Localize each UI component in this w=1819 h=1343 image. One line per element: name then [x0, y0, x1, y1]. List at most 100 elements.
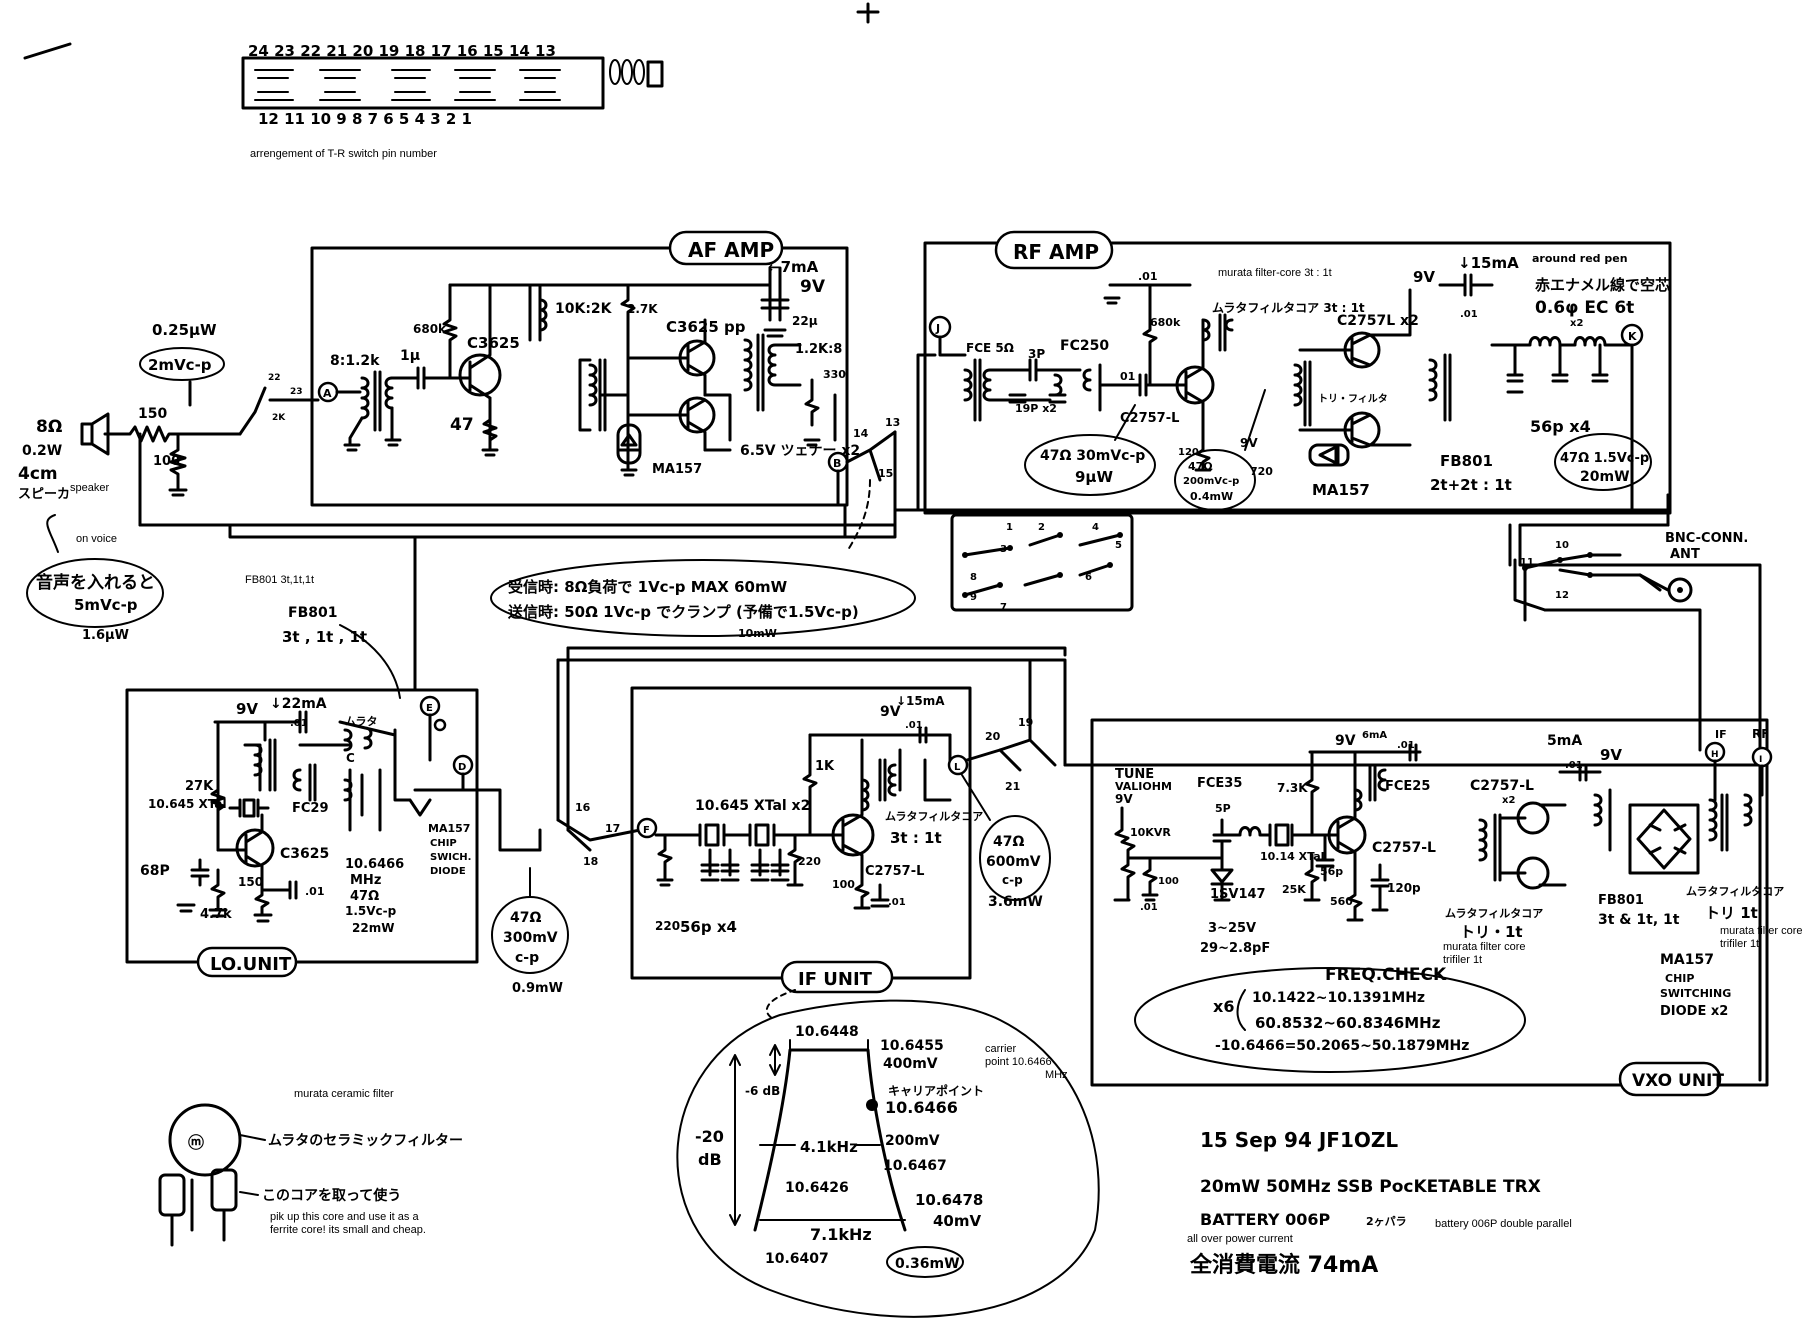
af-current: ←7mA — [768, 258, 819, 276]
vxo-fce35: FCE35 — [1197, 776, 1242, 791]
rf-amp-unit: RF AMP J FCE 5Ω 3P 19P x2 FC250 01 680k … — [923, 230, 1672, 515]
lo-out-bubble-3: c-p — [515, 950, 539, 966]
ceramic-jp-2: このコアを取って使う — [262, 1187, 401, 1204]
lo-c01b: .01 — [305, 885, 325, 898]
lo-fb-jp: FB801 — [288, 605, 337, 621]
rf-out-bubble-2: 20mW — [1580, 469, 1630, 485]
sw-pin-2: 2 — [1038, 522, 1045, 533]
rf-c3p: 3P — [1028, 347, 1045, 361]
rf-fb-turns: 2t+2t : 1t — [1430, 476, 1512, 494]
rf-trifilar: トリ・フィルタ — [1318, 393, 1388, 405]
lo-xtal: 10.645 XTal — [148, 797, 227, 811]
af-q1-label: C3625 — [467, 334, 520, 352]
af-xfmr-mid: 10K:2K — [555, 301, 613, 317]
freq-check-bubble-outline — [1134, 967, 1526, 1073]
af-diode-label: MA157 — [652, 462, 702, 477]
filter-lv-top: 400mV — [883, 1056, 938, 1072]
voice-bubble-outline — [26, 558, 164, 628]
sw-pin-1: 1 — [1006, 522, 1013, 533]
lo-out-1: 10.6466 — [345, 857, 404, 872]
vxo-tri-note2: trifiler 1t — [1720, 938, 1759, 950]
filter-f-top-right: 10.6455 — [880, 1038, 944, 1054]
voice-bubble-2: 5mVc-p — [74, 596, 138, 614]
lo-fb-turns: 3t , 1t , 1t — [282, 628, 367, 646]
speaker-note: speaker — [70, 482, 109, 494]
af-r27k: 2.7K — [627, 302, 658, 316]
af-diode-symbol — [616, 423, 642, 465]
title-block: 15 Sep 94 JF1OZL 20mW 50MHz SSB PocKETAB… — [1187, 1128, 1572, 1278]
vxo-xtal: 10.14 XTal — [1260, 850, 1324, 863]
rf-c56p: 56p x4 — [1530, 417, 1591, 436]
lo-tag-c: C — [346, 751, 355, 765]
lo-unit: LO.UNIT FB801 3t,1t,1t FB801 3t , 1t , 1… — [125, 574, 542, 978]
if-r220b: 220 — [798, 855, 821, 868]
af-tag-b: B — [833, 457, 841, 470]
speaker-icon — [80, 412, 110, 456]
vxo-r100: 100 — [1158, 876, 1179, 887]
speaker-level-bubble: 2mVc-p — [148, 356, 212, 374]
filter-carrier-note-3: MHz — [1045, 1069, 1068, 1081]
speaker-r150: 150 — [138, 406, 167, 422]
lo-current: ↓22mA — [270, 696, 327, 712]
vxo-current: 6mA — [1362, 730, 1387, 741]
lo-output-bubble: 47Ω 300mV c-p 0.9mW — [491, 828, 569, 996]
filter-carrier-note-1: carrier — [985, 1043, 1017, 1055]
rf-coil-x2: x2 — [1570, 318, 1583, 329]
sw-pin-11: 11 — [1520, 557, 1534, 568]
filter-f-20l: 10.6407 — [765, 1251, 829, 1267]
filter-lv-200: 200mV — [885, 1133, 940, 1149]
freq-check-x6: x6 — [1213, 997, 1234, 1016]
tr-switch-pin-diagram: 24 23 22 21 20 19 18 17 16 15 14 13 12 1… — [241, 42, 664, 160]
vxo-tri-note: trifiler 1t — [1443, 954, 1482, 966]
af-cap22u: 22μ — [792, 314, 818, 328]
rx-tx-note-3: 10mW — [738, 627, 777, 640]
rf-diode-symbol — [1308, 443, 1350, 467]
if-turns: 3t : 1t — [890, 829, 942, 847]
filter-db20-a: -20 — [695, 1127, 724, 1146]
speaker-spec-4: スピーカ — [18, 487, 70, 502]
title-date: 15 Sep 94 JF1OZL — [1200, 1128, 1398, 1152]
title-main: 20mW 50MHz SSB PocKETABLE TRX — [1200, 1177, 1541, 1197]
vxo-tri2: トリ 1t — [1705, 904, 1758, 922]
vxo-murata-note: murata filter core — [1443, 941, 1526, 953]
rf-tag-j: J — [935, 322, 940, 335]
vxo-chip: CHIP — [1665, 972, 1694, 985]
sw-pin-12: 12 — [1555, 590, 1569, 601]
lo-out-5: 22mW — [352, 921, 394, 935]
vxo-c01c: .01 — [1140, 902, 1158, 913]
voice-note: on voice — [76, 533, 117, 545]
sw-pin-9: 9 — [970, 592, 977, 603]
filter-f-6r: 10.6467 — [883, 1158, 947, 1174]
lo-diode-4: DIODE — [430, 866, 466, 877]
vxo-lab-if: IF — [1715, 728, 1727, 741]
af-pin-22: 22 — [268, 373, 281, 383]
sw-pin-6: 6 — [1085, 572, 1092, 583]
if-pin-17: 17 — [605, 822, 620, 835]
af-q1-symbol — [458, 353, 502, 397]
bnc-label: BNC-CONN. — [1665, 531, 1748, 546]
rf-fc250: FC250 — [1060, 338, 1109, 354]
if-r1k: 1K — [815, 759, 835, 774]
if-out-bubble-4: 3.6mW — [988, 894, 1043, 910]
rf-voltage: 9V — [1413, 268, 1435, 286]
if-voltage: 9V — [880, 704, 901, 720]
title-battery: BATTERY 006P — [1200, 1210, 1330, 1229]
rf-q-in-label: C2757-L — [1120, 411, 1179, 426]
sw-pin-8: 8 — [970, 572, 977, 583]
filter-lv-bottom-outline — [886, 1246, 964, 1278]
if-tag-f: F — [643, 825, 650, 836]
vxo-range-2: 29~2.8pF — [1200, 941, 1270, 956]
rf-r720: 720 — [1250, 465, 1273, 478]
title-battery-note: battery 006P double parallel — [1435, 1218, 1572, 1230]
stray-marks — [23, 2, 880, 60]
freq-check-2: 60.8532~60.8346MHz — [1255, 1014, 1441, 1032]
filter-bw6: 4.1kHz — [800, 1138, 858, 1156]
if-r100: 100 — [832, 878, 855, 891]
vxo-sw: SWITCHING — [1660, 987, 1731, 1000]
if-tag-l: L — [954, 762, 961, 773]
title-current-note: all over power current — [1187, 1233, 1293, 1245]
if-r220: 220 — [655, 919, 680, 933]
af-pin-15: 15 — [878, 467, 893, 480]
rf-current: ↓15mA — [1458, 254, 1519, 272]
af-r330: 330 — [823, 368, 846, 381]
